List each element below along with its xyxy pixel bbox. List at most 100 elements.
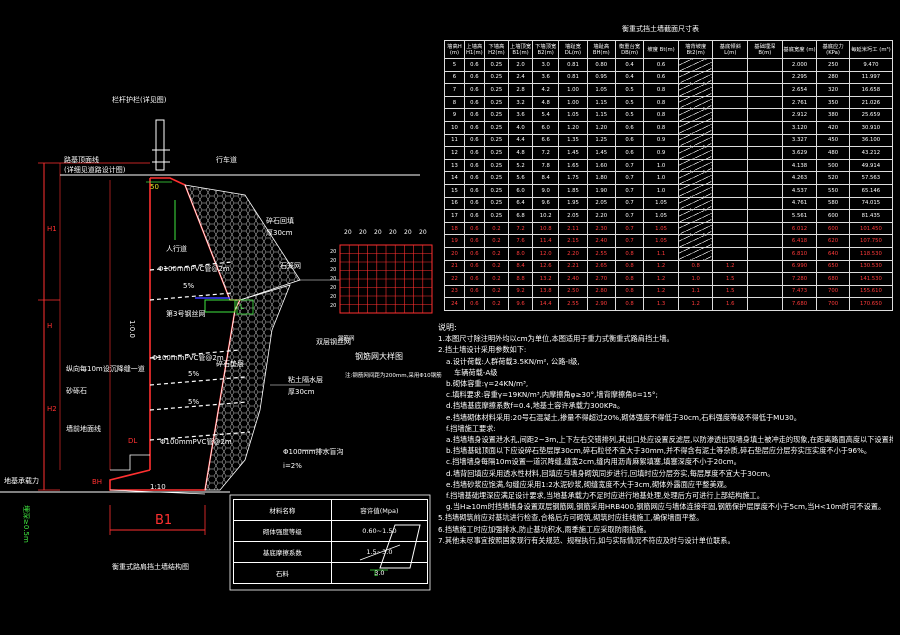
table-cell: 0.7: [614, 221, 645, 236]
table-cell: 480: [816, 146, 850, 160]
table-cell: 0.7: [614, 183, 645, 198]
table-cell: 3.0: [532, 58, 560, 72]
table-cell: 1.2: [643, 272, 679, 286]
table-cell: [747, 133, 783, 148]
table-column-header: 基底应力 (KPa): [816, 40, 850, 59]
table-cell: 2.40: [558, 272, 588, 286]
wire-label: 第3号钢丝网: [166, 310, 206, 318]
note-line: a.设计荷载:人群荷载3.5KN/m², 公路-I级,: [446, 356, 580, 366]
table-cell: 0.7: [614, 234, 645, 248]
table-cell: 9.470: [848, 58, 894, 72]
table-cell: 101.450: [848, 221, 894, 236]
table-cell: 1.90: [586, 183, 616, 198]
table-cell: 9.6: [507, 297, 534, 311]
table-cell: 0.6: [463, 95, 485, 110]
note-line: d.挡墙基底摩擦系数f=0.4,地基土容许承载力300KPa。: [446, 401, 625, 411]
table-cell: 0.8: [643, 108, 679, 122]
table-cell: 2.05: [558, 209, 588, 223]
table-cell: 1.00: [558, 95, 588, 110]
table-cell: 18: [444, 221, 465, 236]
mesh-top-dim: 20: [344, 229, 352, 236]
filter-block: [204, 299, 236, 313]
table-cell: 4.8: [532, 95, 560, 110]
mesh-detail-label: 钢筋网: [338, 336, 355, 342]
table-cell: 7.2: [532, 146, 560, 160]
table-cell: 1.05: [643, 234, 679, 248]
table-cell: 5.6: [507, 171, 534, 185]
toe-step: [110, 454, 150, 471]
table-column-header: 墙趾高 BH(m): [586, 40, 616, 59]
mesh-left-dim: 20: [330, 285, 337, 291]
table-cell: 3.629: [781, 146, 818, 160]
table-cell: 0.6: [463, 246, 485, 261]
table-cell: 19: [444, 234, 465, 248]
table-cell: [677, 158, 714, 173]
pipe4-label: Φ100mm排水盲沟: [283, 448, 344, 456]
table-cell: 0.25: [483, 158, 509, 173]
table-cell: [747, 246, 783, 261]
table-cell: 0.6: [643, 58, 679, 72]
table-cell: 7.280: [781, 272, 818, 286]
table-cell: 0.6: [614, 120, 645, 135]
table-cell: [747, 108, 783, 122]
table-cell: 49.914: [848, 158, 894, 173]
table-cell: 0.8: [614, 297, 645, 311]
table-cell: 0.8: [643, 83, 679, 97]
table-cell: [712, 108, 749, 122]
table-cell: 0.2: [483, 234, 509, 248]
table-cell: 0.6: [463, 133, 485, 148]
table-cell: 57.563: [848, 171, 894, 185]
drain-pipe-4: [149, 376, 246, 386]
table-cell: 0.2: [483, 259, 509, 274]
table-cell: 7.680: [781, 297, 818, 311]
mesh-left-dim: 20: [330, 303, 337, 309]
table-cell: 5.561: [781, 209, 818, 223]
table-cell: 1.0: [677, 272, 714, 286]
table-cell: [747, 209, 783, 223]
table-cell: 1.25: [586, 133, 616, 148]
table-cell: 14: [444, 171, 465, 185]
table-cell: 2.4: [507, 70, 534, 85]
table-cell: 0.25: [483, 171, 509, 185]
table-cell: 8.8: [507, 272, 534, 286]
table-cell: 2.0: [507, 58, 534, 72]
railing-post: [155, 119, 165, 171]
table-column-header: 下墙高 H2(m): [483, 40, 509, 59]
table-cell: 0.6: [463, 209, 485, 223]
table-cell: 0.8: [643, 95, 679, 110]
table-cell: 7: [444, 83, 465, 97]
table-cell: 0.6: [463, 221, 485, 236]
table-cell: [677, 196, 714, 211]
table-cell: [712, 234, 749, 248]
table-cell: 1.1: [677, 284, 714, 299]
sidewalk-label: 人行道: [166, 245, 187, 253]
table-cell: 4.761: [781, 196, 818, 211]
table-cell: 9.6: [532, 196, 560, 211]
table-cell: 21: [444, 259, 465, 274]
table-cell: 9.0: [532, 183, 560, 198]
table-column-header: 墙趾宽 DL(m): [558, 40, 588, 59]
table-cell: 0.6: [463, 171, 485, 185]
drain-pipe-3: [149, 349, 241, 359]
table-cell: 24: [444, 297, 465, 311]
table-cell: 0.7: [614, 158, 645, 173]
material-cell: 基底摩擦系数: [233, 541, 332, 563]
table-cell: 0.8: [614, 272, 645, 286]
table-cell: 500: [816, 158, 850, 173]
filter-label: 粘土隔水层: [288, 376, 323, 384]
material-cell: 石料: [233, 562, 332, 584]
table-cell: 0.8: [614, 284, 645, 299]
ratio-label: 1:0.0: [128, 320, 136, 338]
material-table: 材料名称 容许值(Mpa) 砌体强度等级 0.60~1.50 基底摩擦系数 1.…: [233, 499, 429, 584]
mesh-top-dim: 20: [404, 229, 412, 236]
table-cell: 11.4: [532, 234, 560, 248]
table-cell: [677, 183, 714, 198]
